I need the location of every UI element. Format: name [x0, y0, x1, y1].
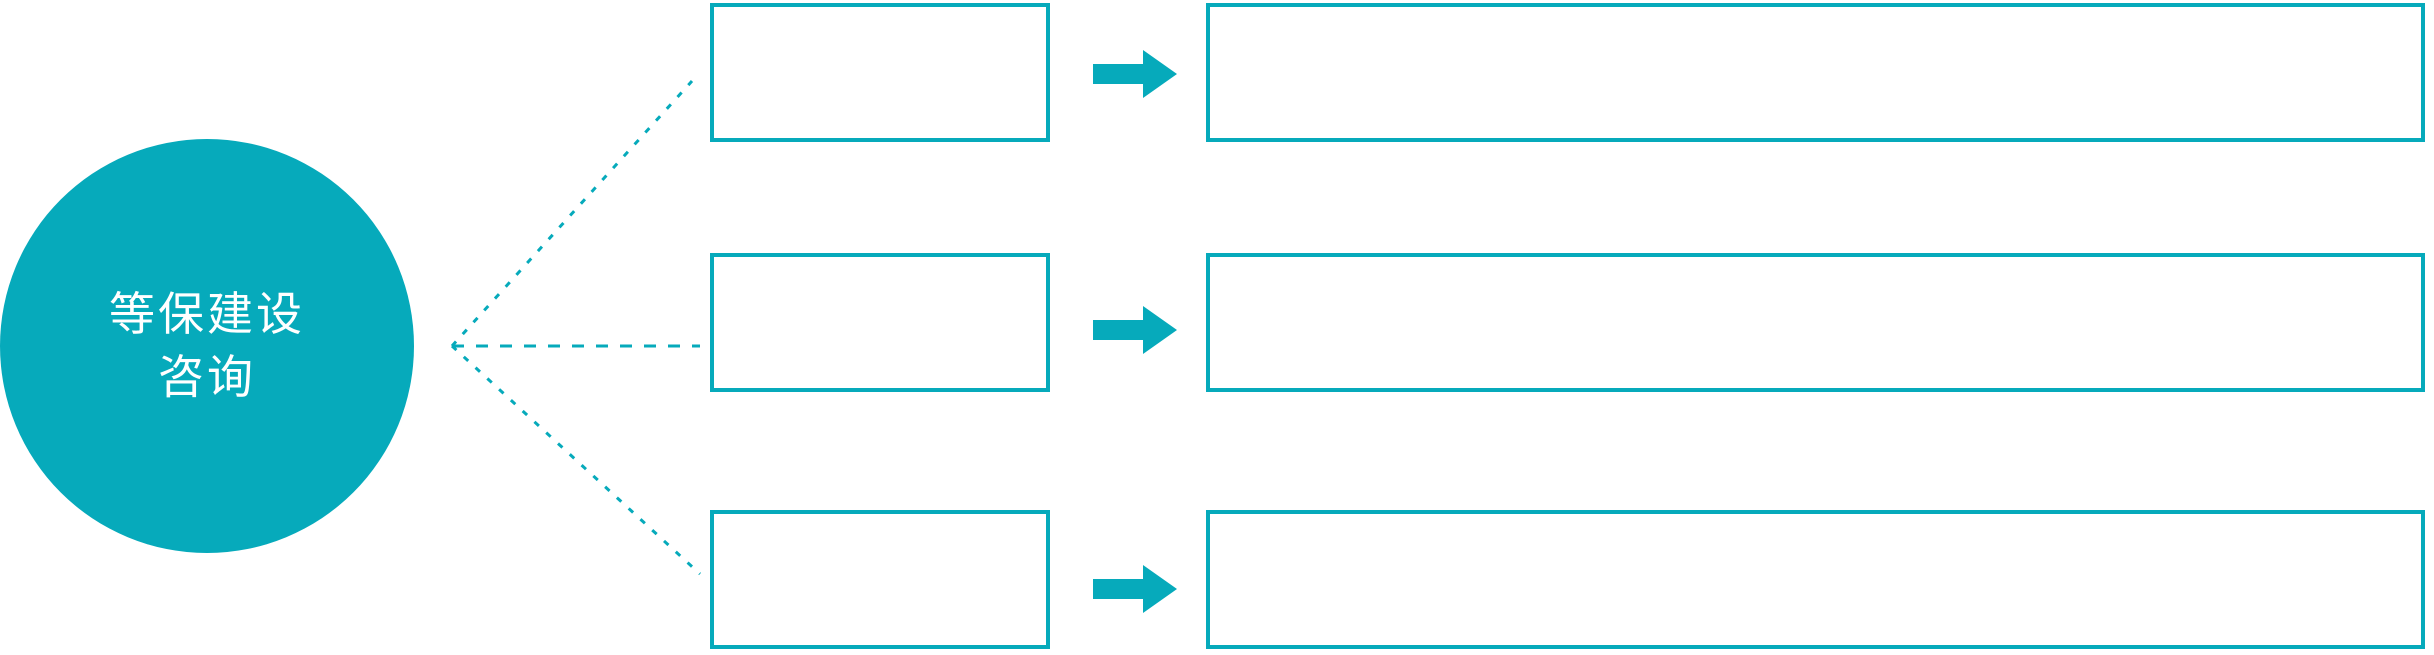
- hub-label-line-2: 咨询: [158, 351, 256, 403]
- hub-label-line-1: 等保建设: [109, 287, 305, 340]
- arrow-right-icon: [1093, 50, 1177, 98]
- stage-box[interactable]: [710, 253, 1050, 392]
- stage-box[interactable]: [710, 3, 1050, 142]
- arrow-right-icon: [1093, 306, 1177, 354]
- flow-row: [0, 1, 2434, 143]
- detail-box[interactable]: [1206, 510, 2425, 649]
- flow-row: [0, 251, 2434, 399]
- detail-box[interactable]: [1206, 3, 2425, 142]
- flow-row: [0, 508, 2434, 655]
- arrow-right-icon: [1093, 565, 1177, 613]
- hub-circle[interactable]: 等保建设 咨询: [0, 139, 414, 553]
- detail-box[interactable]: [1206, 253, 2425, 392]
- stage-box[interactable]: [710, 510, 1050, 649]
